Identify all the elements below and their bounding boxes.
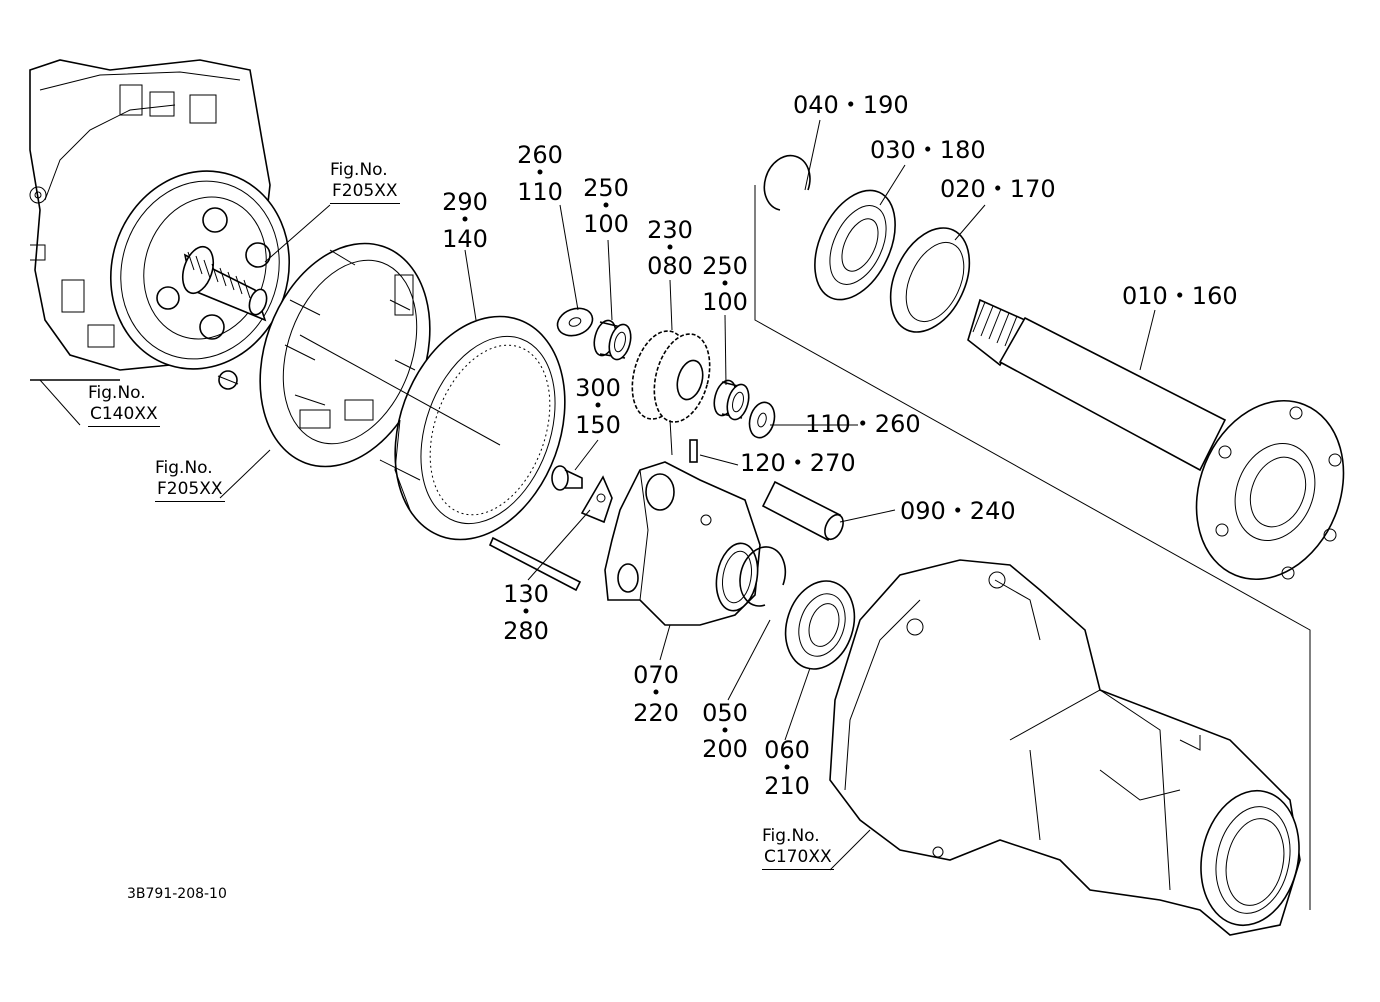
part-060-label: 060	[764, 736, 810, 764]
ball-bearing-lower	[784, 580, 856, 670]
fig-ref-c140[interactable]: Fig.No. C140XX	[88, 383, 160, 427]
roll-pin	[689, 439, 698, 463]
part-290-label: 290	[442, 188, 488, 216]
part-050-alt-label: 200	[702, 735, 748, 763]
part-250b-label: 250	[702, 252, 748, 280]
separator-dot	[537, 169, 543, 175]
part-040-label: 040・190	[793, 91, 909, 119]
carrier-shaft	[761, 480, 844, 542]
drawing-code: 3B791-208-10	[127, 886, 227, 902]
long-pin	[488, 536, 582, 592]
separator-dot	[595, 402, 601, 408]
output-flange	[109, 170, 291, 390]
separator-dot	[523, 608, 529, 614]
fig-ref-label: Fig.No.	[88, 383, 146, 403]
fig-ref-c170[interactable]: Fig.No. C170XX	[762, 826, 834, 870]
ring-gear	[394, 315, 566, 541]
part-230-label: 230	[647, 216, 693, 244]
separator-dot	[667, 244, 673, 250]
separator-dot	[603, 202, 609, 208]
part-250b-alt-label: 100	[702, 288, 748, 316]
needle-bearing-right	[713, 379, 750, 421]
screw	[551, 465, 583, 491]
part-260-label: 260	[517, 141, 563, 169]
part-020-label: 020・170	[940, 175, 1056, 203]
oil-seal	[889, 227, 971, 333]
axle-housing	[829, 559, 1301, 936]
part-250-alt-label: 100	[583, 210, 629, 238]
fig-ref-label: Fig.No.	[155, 458, 213, 478]
snap-ring	[739, 546, 787, 607]
fig-ref-label: Fig.No.	[330, 160, 388, 180]
part-300-alt-label: 150	[575, 411, 621, 439]
alignment-lines	[299, 185, 1311, 910]
thrust-washer	[556, 307, 594, 337]
separator-dot	[653, 689, 659, 695]
separator-dot	[462, 216, 468, 222]
leader-lines	[39, 119, 1156, 871]
separator-dot	[722, 280, 728, 286]
fig-ref-number: F205XX	[155, 479, 225, 502]
axle-shaft	[967, 298, 1345, 581]
ball-bearing-upper	[814, 189, 896, 301]
needle-bearing-left	[593, 319, 632, 361]
part-010-label: 010・160	[1122, 282, 1238, 310]
fig-ref-number: F205XX	[330, 181, 400, 204]
part-050-label: 050	[702, 699, 748, 727]
planet-gear	[631, 330, 711, 423]
separator-dot	[784, 764, 790, 770]
circlip	[763, 154, 811, 211]
part-060-alt-label: 210	[764, 772, 810, 800]
separator-dot	[722, 727, 728, 733]
part-120-label: 120・270	[740, 449, 856, 477]
fig-ref-f205-bottom[interactable]: Fig.No. F205XX	[155, 458, 225, 502]
fig-ref-number: C170XX	[762, 847, 834, 870]
fig-ref-label: Fig.No.	[762, 826, 820, 846]
part-130-label: 130	[503, 580, 549, 608]
part-070-alt-label: 220	[633, 699, 679, 727]
part-250-label: 250	[583, 174, 629, 202]
planet-carrier	[604, 461, 761, 626]
part-300-label: 300	[575, 374, 621, 402]
part-260-alt-label: 110	[517, 178, 563, 206]
part-070-label: 070	[633, 661, 679, 689]
part-110-label: 110・260	[805, 410, 921, 438]
fig-ref-f205-top[interactable]: Fig.No. F205XX	[330, 160, 400, 204]
part-030-label: 030・180	[870, 136, 986, 164]
part-230-alt-label: 080	[647, 252, 693, 280]
part-090-label: 090・240	[900, 497, 1016, 525]
part-290-alt-label: 140	[442, 225, 488, 253]
part-130-alt-label: 280	[503, 617, 549, 645]
fig-ref-number: C140XX	[88, 404, 160, 427]
